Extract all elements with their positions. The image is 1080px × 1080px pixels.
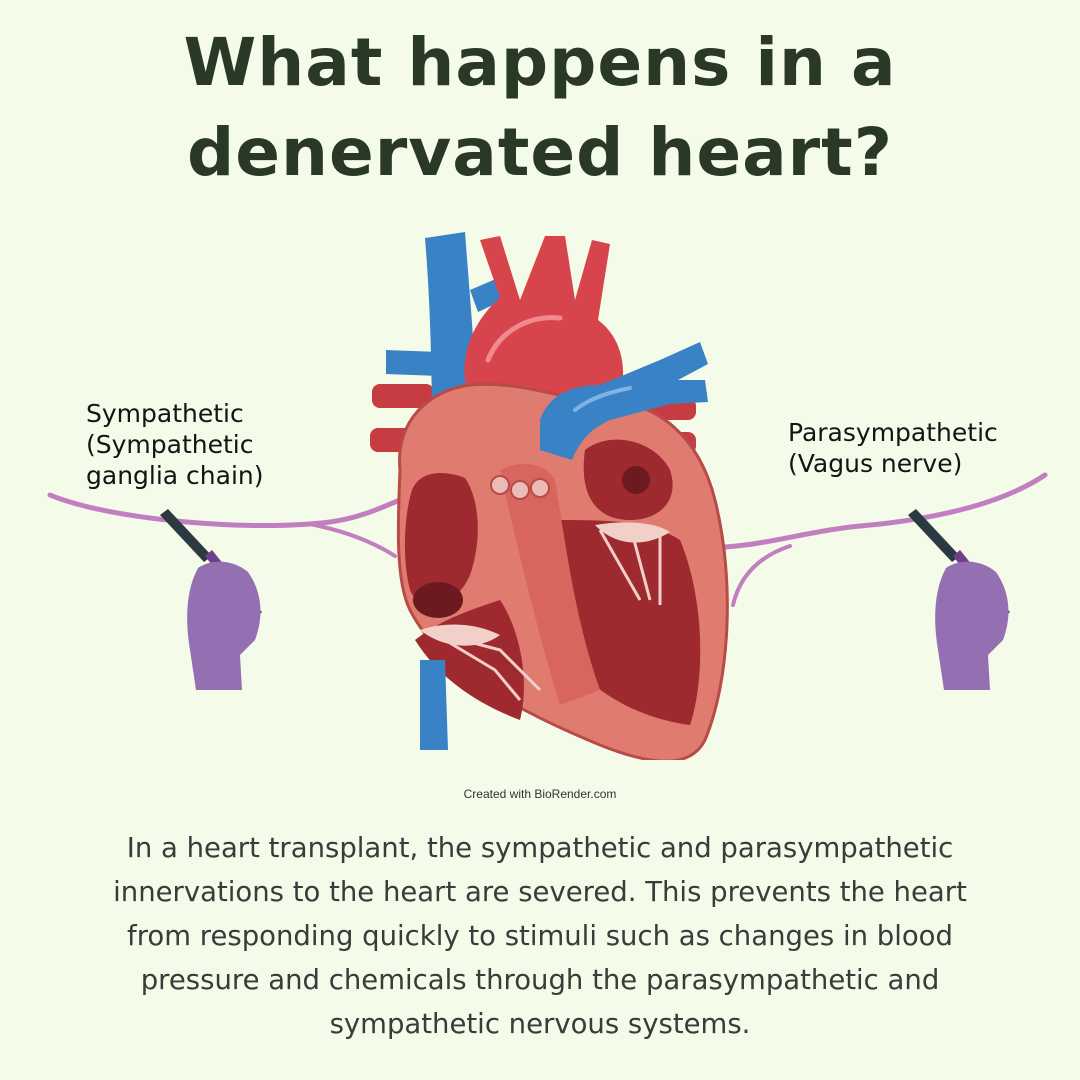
valve-leaflets <box>420 522 670 646</box>
sympathetic-label: Sympathetic (Sympathetic ganglia chain) <box>86 398 264 491</box>
right-atrium <box>404 473 478 606</box>
right-hand-icon <box>935 561 1009 690</box>
sympathetic-nerve <box>47 492 403 529</box>
page-title: What happens in a denervated heart? <box>40 18 1040 198</box>
sympathetic-label-line-1: Sympathetic <box>86 399 244 428</box>
aorta-highlight <box>485 315 563 363</box>
title-line-1: What happens in a <box>183 24 897 101</box>
parasympathetic-label-line-2: (Vagus nerve) <box>788 449 963 478</box>
sympathetic-nerve-branch <box>308 522 397 558</box>
parasympathetic-nerve-branch <box>731 544 792 607</box>
right-scalpel-icon <box>908 509 960 562</box>
parasympathetic-nerve <box>697 472 1048 551</box>
biorender-credit: Created with BioRender.com <box>463 787 617 801</box>
vena-cava-left-branch <box>386 350 440 376</box>
pulmonary-artery <box>540 342 708 460</box>
coronary-sinus-opening <box>413 582 463 618</box>
denervated-heart-illustration <box>47 232 1048 760</box>
nerves <box>47 472 1048 607</box>
explanation-line-2: innervations to the heart are severed. T… <box>113 876 967 908</box>
explanation-line-3: from responding quickly to stimuli such … <box>127 920 953 952</box>
explanation-line-4: pressure and chemicals through the paras… <box>140 964 940 996</box>
left-hand-icon <box>187 561 261 690</box>
title-line-2: denervated heart? <box>186 114 894 191</box>
left-hand-with-scalpel <box>160 509 262 690</box>
ventricle-opening <box>622 466 650 494</box>
left-scalpel-icon <box>160 509 212 562</box>
parasympathetic-label-line-1: Parasympathetic <box>788 418 998 447</box>
pulmonary-artery-highlight <box>573 386 632 412</box>
sympathetic-label-line-3: ganglia chain) <box>86 461 264 490</box>
explanation-paragraph: In a heart transplant, the sympathetic a… <box>50 826 1030 1046</box>
aortic-valve <box>490 475 550 500</box>
sympathetic-label-line-2: (Sympathetic <box>86 430 254 459</box>
right-hand-with-scalpel <box>908 509 1010 690</box>
parasympathetic-label: Parasympathetic (Vagus nerve) <box>788 417 998 479</box>
explanation-line-1: In a heart transplant, the sympathetic a… <box>126 832 954 864</box>
inferior-vena-cava <box>420 660 448 750</box>
explanation-line-5: sympathetic nervous systems. <box>329 1008 751 1040</box>
septum <box>500 464 600 705</box>
